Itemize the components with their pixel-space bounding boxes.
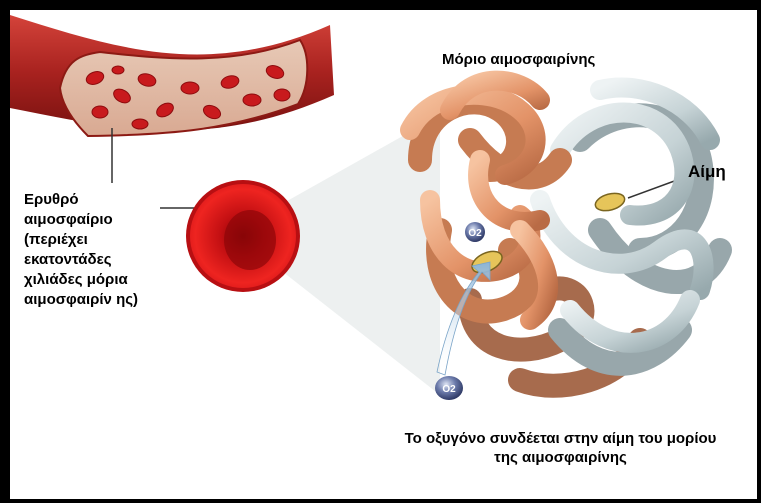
oxygen-molecule-bound: O2 (465, 222, 485, 242)
molecule-title: Μόριο αιμοσφαιρίνης (442, 51, 595, 68)
red-blood-cell-label: Ερυθρό αιμοσφαίριο (περιέχει εκατοντάδες… (24, 190, 156, 310)
svg-text:O2: O2 (468, 228, 482, 239)
heme-label: Αίμη (688, 162, 726, 182)
red-blood-cell (186, 180, 300, 292)
oxygen-binding-caption: Το οξυγόνο συνδέεται στην αίμη του μορίο… (398, 429, 723, 467)
oxygen-molecule-free: O2 (435, 376, 463, 400)
svg-text:O2: O2 (442, 384, 456, 395)
hemoglobin-molecule (410, 81, 720, 386)
blood-vessel (10, 15, 334, 136)
